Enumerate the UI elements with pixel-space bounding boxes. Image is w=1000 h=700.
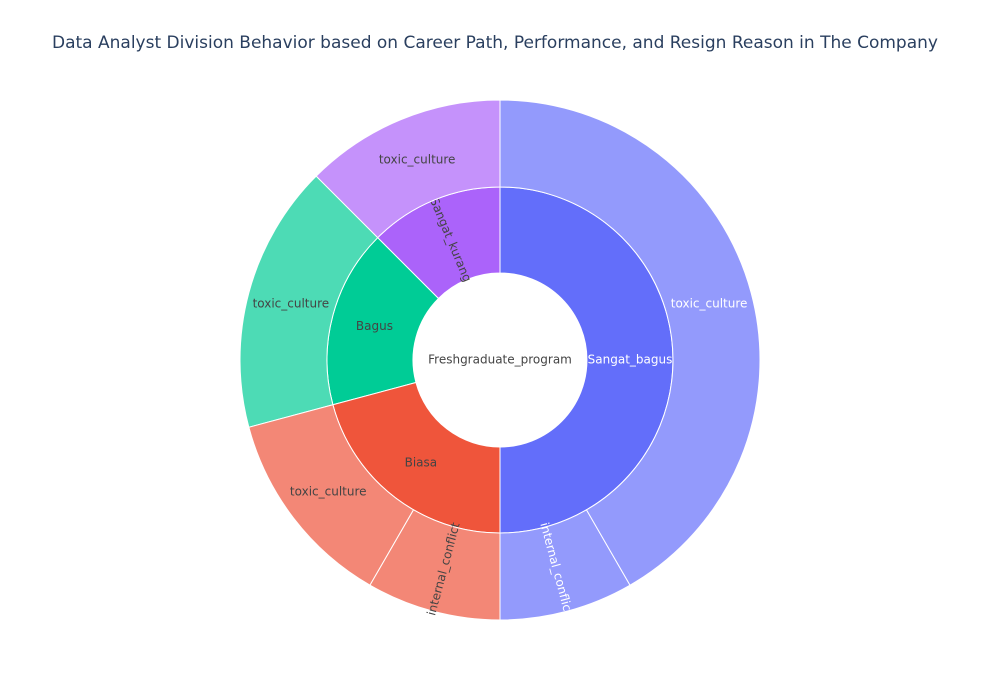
chart-title: Data Analyst Division Behavior based on … (52, 33, 938, 53)
sunburst-outer-label: toxic_culture (290, 484, 367, 498)
sunburst-outer-slice[interactable] (369, 509, 501, 621)
sunburst-inner-label: Sangat_bagus (588, 353, 673, 367)
sunburst-outer-label: toxic_culture (379, 152, 456, 166)
sunburst-root-label: Freshgraduate_program (428, 353, 572, 367)
sunburst-outer-label: toxic_culture (253, 296, 330, 310)
sunburst-outer-slice[interactable] (499, 99, 761, 586)
sunburst-inner-label: Bagus (356, 319, 393, 333)
sunburst-outer-label: toxic_culture (671, 296, 748, 310)
sunburst-inner-label: Biasa (405, 456, 438, 470)
